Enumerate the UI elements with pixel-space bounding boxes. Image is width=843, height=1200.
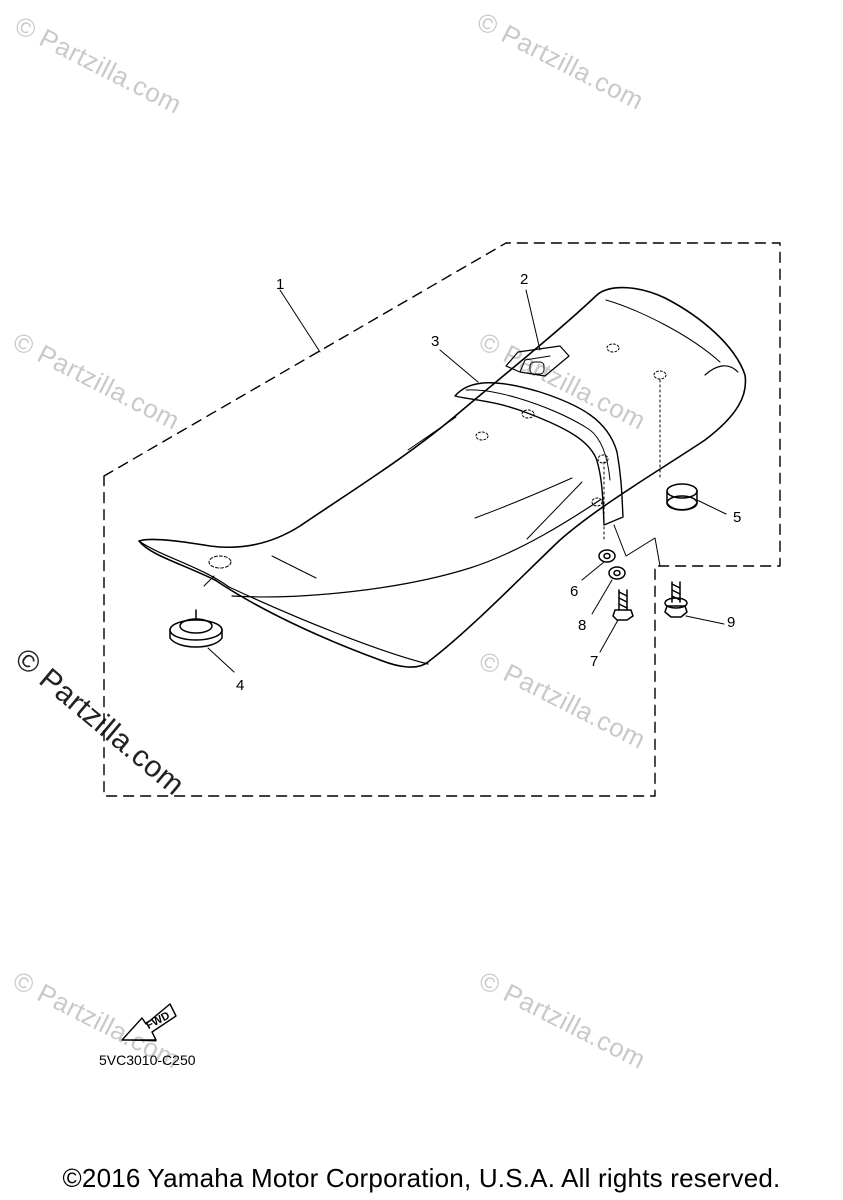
nut-8 bbox=[608, 566, 626, 580]
callout-9: 9 bbox=[727, 614, 736, 631]
diagram-code: 5VC3010-C250 bbox=[99, 1052, 196, 1068]
callout-7: 7 bbox=[590, 653, 599, 670]
callout-1: 1 bbox=[276, 276, 285, 293]
assembly-boundary bbox=[103, 242, 781, 797]
callout-3: 3 bbox=[431, 333, 440, 350]
seat-strap bbox=[454, 382, 624, 526]
seat-body bbox=[138, 286, 747, 668]
callout-4: 4 bbox=[236, 677, 245, 694]
callout-8: 8 bbox=[578, 617, 587, 634]
copyright-notice: ©2016 Yamaha Motor Corporation, U.S.A. A… bbox=[62, 1163, 781, 1193]
callout-6: 6 bbox=[570, 583, 579, 600]
fwd-arrow-icon bbox=[121, 1003, 177, 1042]
seat-latch bbox=[505, 345, 570, 377]
washer-6 bbox=[598, 549, 616, 563]
callout-5: 5 bbox=[733, 509, 742, 526]
bolt-9 bbox=[664, 581, 688, 618]
bolt-7 bbox=[612, 589, 634, 621]
callout-2: 2 bbox=[520, 271, 529, 288]
